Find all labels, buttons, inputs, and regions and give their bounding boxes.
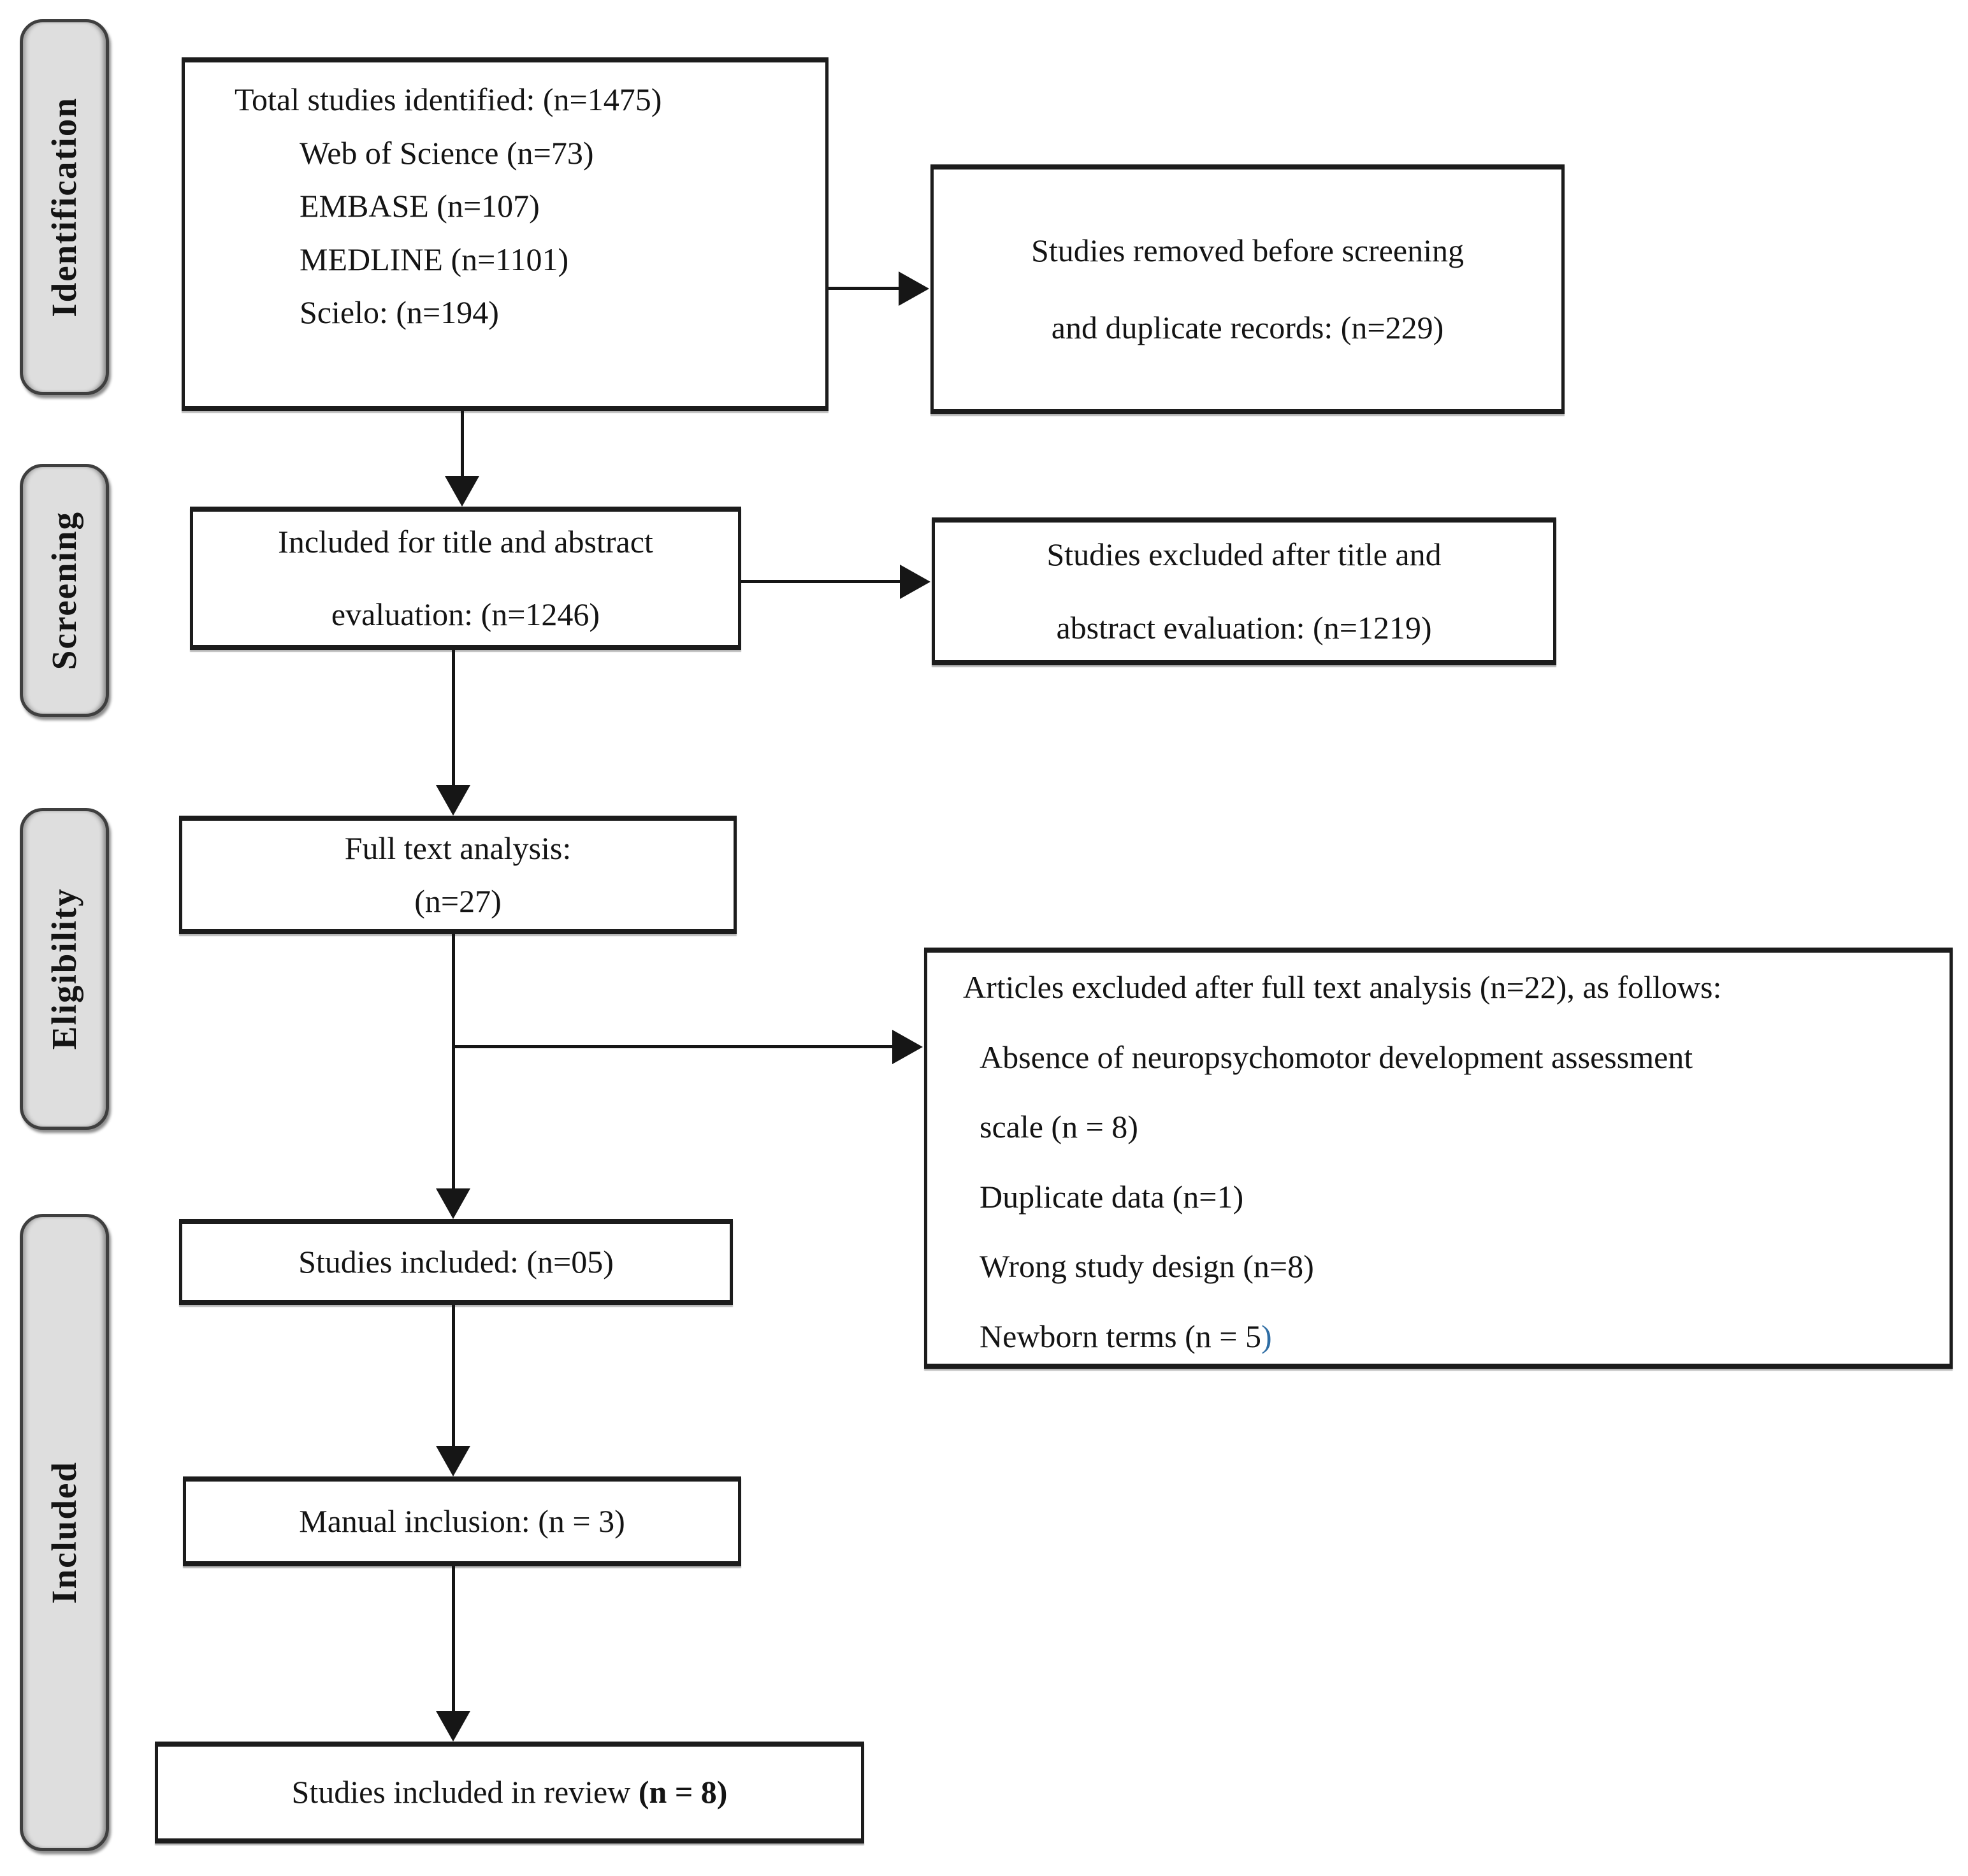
connector-included-to-manual [452,1305,455,1446]
box-title: Total studies identified: (n=1475) [235,82,662,117]
exclusion-reason: Absence of neuropsychomotor development … [980,1039,1693,1075]
text-segment: Studies included in review [291,1774,639,1810]
arrowhead-right-icon [892,1030,923,1064]
box-studies-included: Studies included: (n=05) [179,1219,733,1305]
connector-branch-to-excluded-fulltext [453,1045,892,1048]
text-line: Studies excluded after title and [1046,536,1442,572]
box-excluded-title-abstract: Studies excluded after title and abstrac… [932,517,1556,665]
text-line: Manual inclusion: (n = 3) [299,1503,625,1539]
text-line: Studies included: (n=05) [298,1243,614,1280]
arrowhead-down-icon [436,1446,470,1476]
exclusion-reason: Wrong study design (n=8) [980,1248,1314,1284]
box-removed-before-screening: Studies removed before screening and dup… [930,164,1565,414]
stage-label-text: Identification [45,97,84,317]
text-line: Studies removed before screening [1031,232,1464,268]
box-title-abstract-evaluation: Included for title and abstract evaluati… [190,507,741,650]
box-title: Articles excluded after full text analys… [963,969,1722,1005]
connector-fulltext-to-included [452,934,455,1188]
arrowhead-down-icon [436,1188,470,1219]
text-line: evaluation: (n=1246) [331,596,600,632]
exclusion-reason: Newborn terms (n = 5) [980,1318,1939,1355]
arrowhead-down-icon [436,785,470,816]
connector-screening-to-excluded [741,580,900,583]
arrowhead-right-icon [899,271,929,306]
text-line: (n=27) [414,883,502,919]
bold-count: (n = 8) [638,1774,728,1810]
text-line: and duplicate records: (n=229) [1051,310,1444,345]
arrowhead-down-icon [436,1711,470,1742]
arrowhead-right-icon [900,565,930,599]
text-line: abstract evaluation: (n=1219) [1056,610,1432,646]
connector-manual-to-review [452,1566,455,1711]
source-item: Scielo: (n=194) [300,294,499,330]
connector-identified-to-screening [461,411,464,476]
stage-label-text: Eligibility [45,888,84,1050]
stage-label-included: Included [20,1214,109,1851]
connector-identified-to-removed [828,287,900,290]
text-line: Full text analysis: [344,830,572,866]
box-full-text-analysis: Full text analysis: (n=27) [179,816,737,934]
exclusion-reason: Duplicate data (n=1) [980,1178,1244,1215]
connector-screening-to-fulltext [452,650,455,785]
box-included-in-review: Studies included in review (n = 8) [155,1742,864,1844]
stage-label-eligibility: Eligibility [20,808,109,1130]
stage-label-screening: Screening [20,464,109,717]
text-line: Included for title and abstract [278,524,653,559]
box-total-identified: Total studies identified: (n=1475) Web o… [182,57,828,411]
source-item: Web of Science (n=73) [300,134,594,171]
stage-label-text: Included [45,1461,84,1604]
arrowhead-down-icon [445,476,479,507]
box-manual-inclusion: Manual inclusion: (n = 3) [183,1476,741,1566]
box-excluded-full-text: Articles excluded after full text analys… [924,948,1953,1369]
stage-label-identification: Identification [20,19,109,395]
text-segment: Newborn terms (n = 5 [980,1318,1261,1354]
text-line: Studies included in review (n = 8) [292,1774,728,1811]
blue-paren: ) [1261,1318,1272,1354]
source-item: MEDLINE (n=1101) [300,241,569,277]
source-item: EMBASE (n=107) [300,188,540,224]
stage-label-text: Screening [45,510,84,670]
exclusion-reason: scale (n = 8) [980,1109,1138,1144]
